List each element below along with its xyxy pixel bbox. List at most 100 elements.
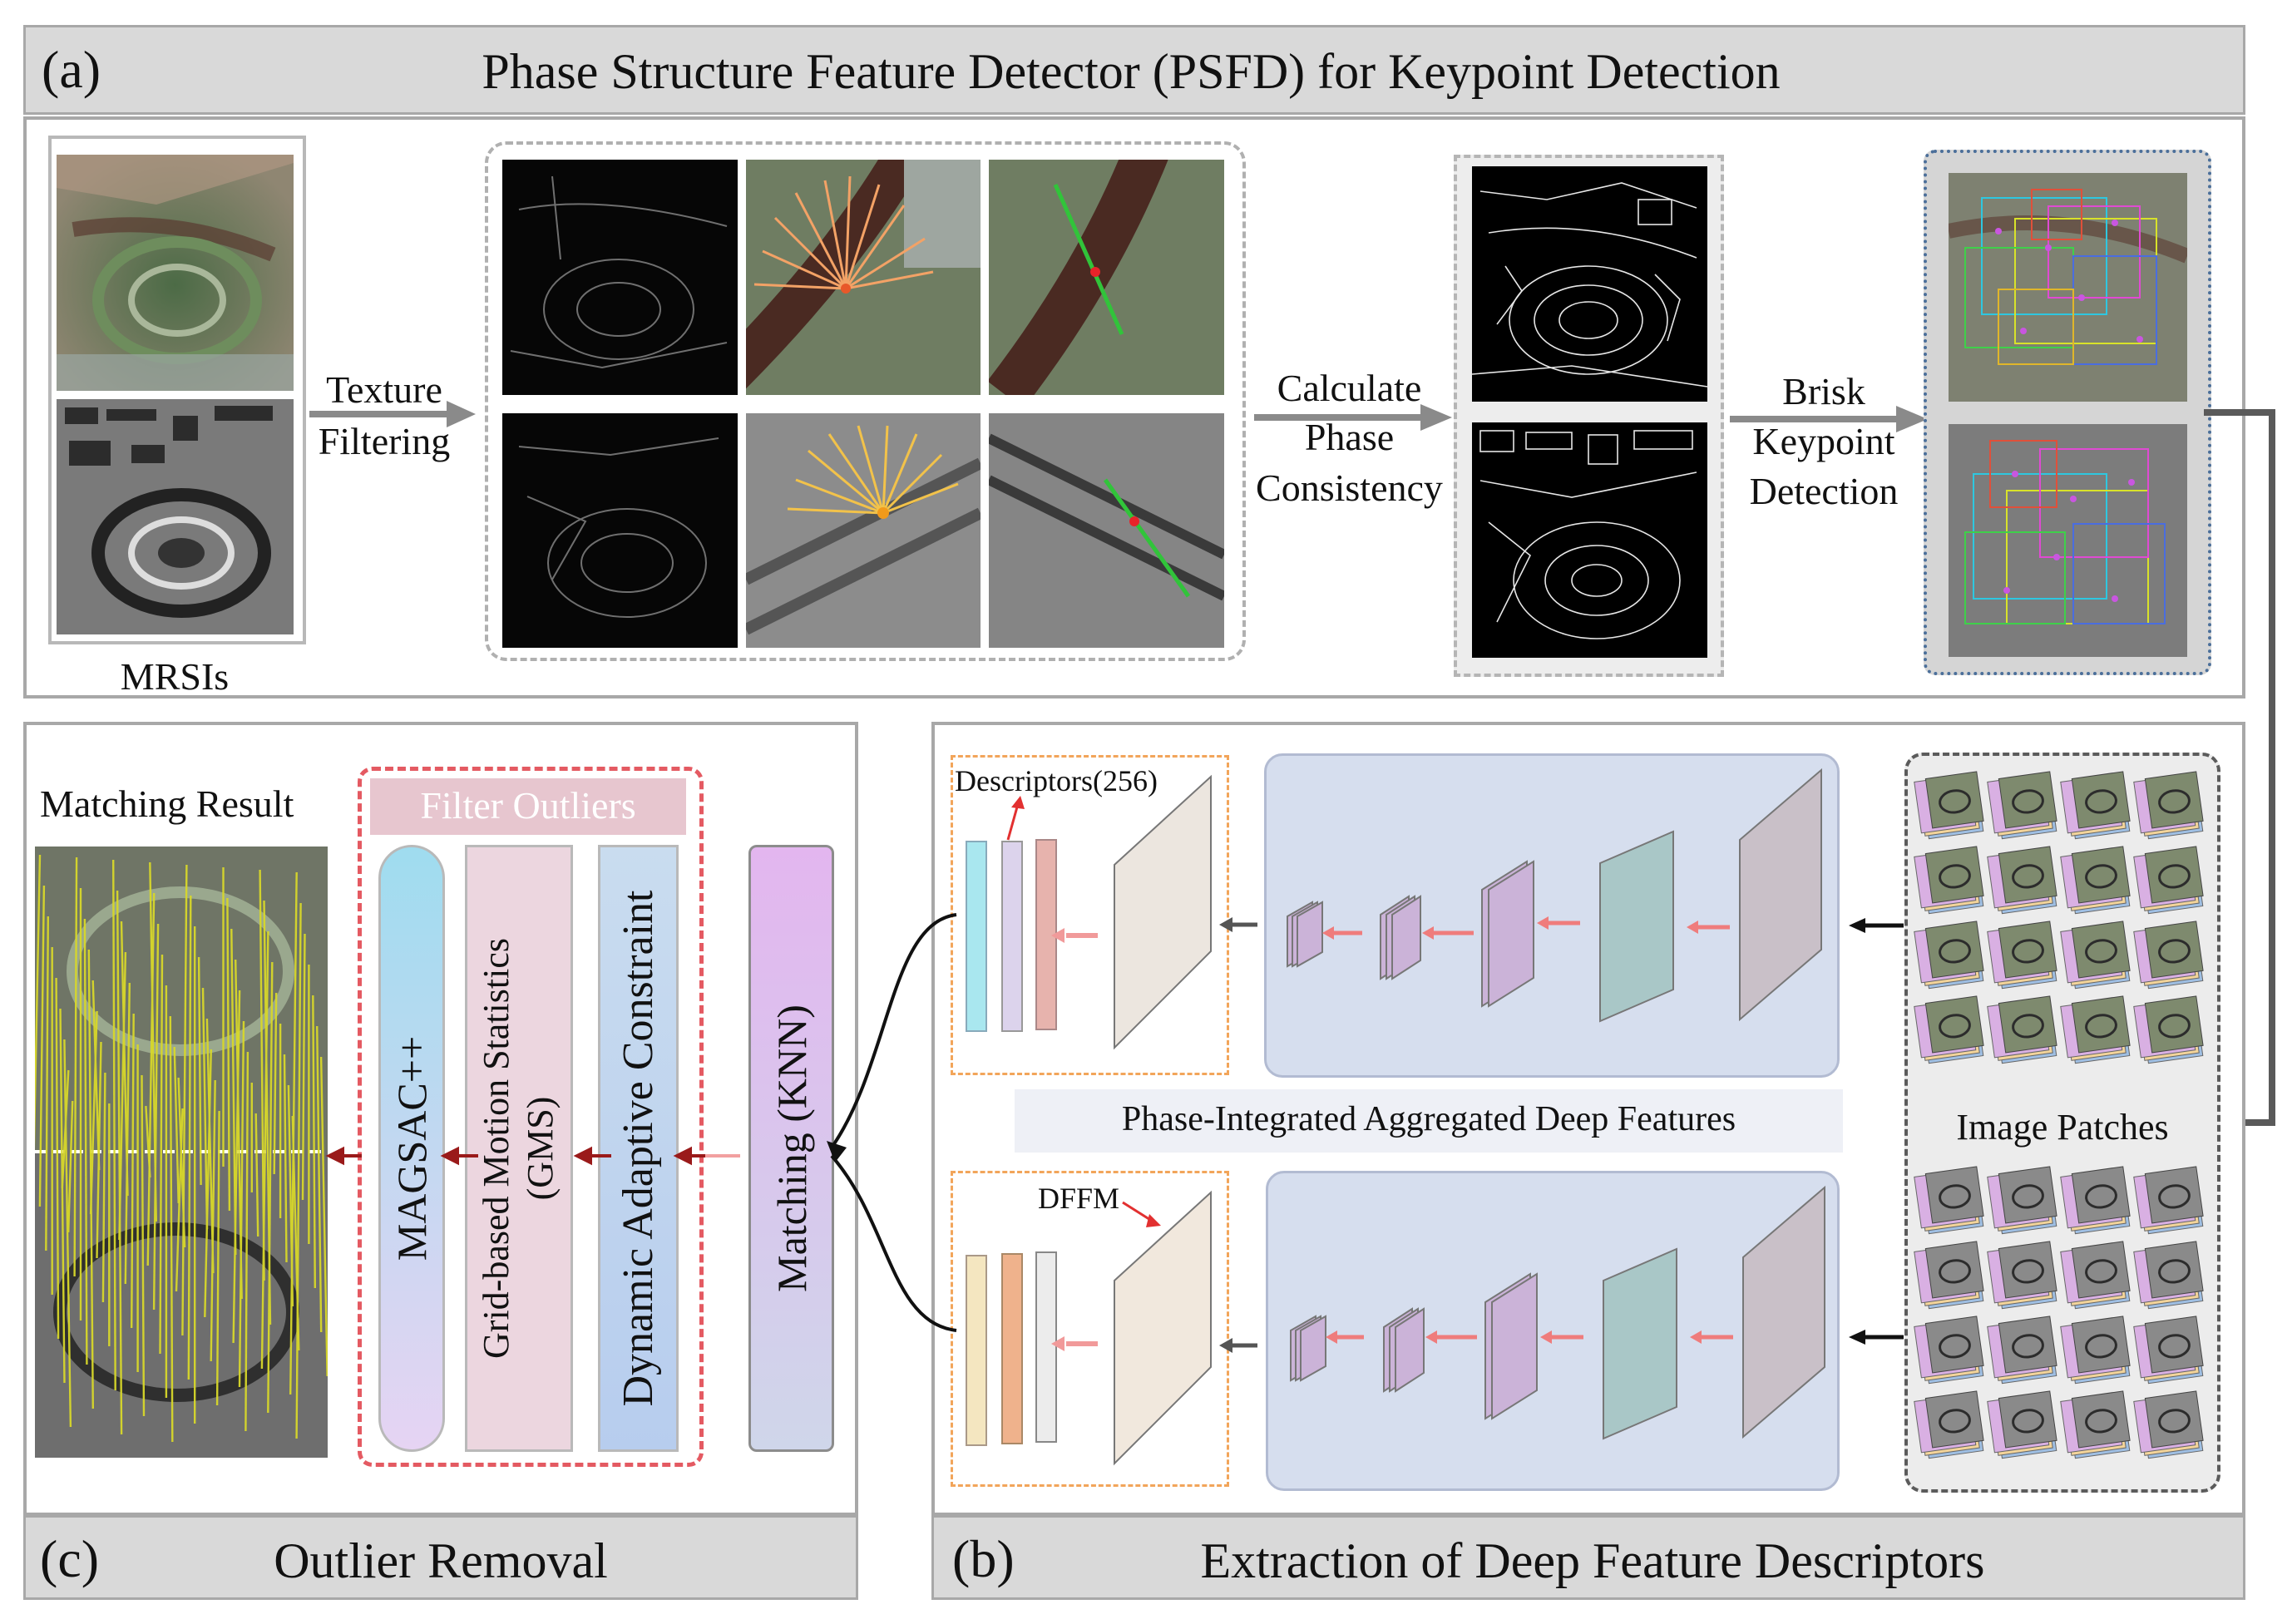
filter-outliers-header [370, 778, 686, 835]
match-line [289, 871, 298, 1395]
match-line [159, 954, 164, 1355]
match-line [226, 897, 231, 1212]
orientation-fan-sar [746, 413, 981, 648]
match-line [131, 1013, 135, 1329]
match-line [319, 1056, 328, 1377]
image-patch [1914, 846, 1984, 915]
match-line [295, 902, 302, 1439]
matching-result-label: Matching Result [40, 782, 294, 825]
dac-block: Dynamic Adaptive Constraint [598, 845, 679, 1452]
match-line [35, 854, 42, 1151]
image-patch [2133, 771, 2204, 840]
keypoints-sar [1949, 424, 2187, 657]
filter-outliers-frame [358, 767, 704, 1467]
descriptors-label: Descriptors(256) [955, 764, 1158, 797]
match-line [181, 864, 188, 1336]
image-patch [1914, 771, 1984, 840]
aggregated-features-label: Phase-Integrated Aggregated Deep Feature… [1121, 1100, 1736, 1138]
match-line [201, 987, 209, 1230]
outlier-flow-arrows [325, 1146, 740, 1166]
match-line [232, 990, 241, 1344]
phase-consistency-label-2: Phase [1304, 416, 1395, 458]
image-patch [1987, 1390, 2057, 1459]
match-line [45, 916, 49, 1251]
magsac-block: MAGSAC++ [378, 845, 445, 1452]
dffm-pointer [1122, 1201, 1161, 1227]
image-patches-label: Image Patches [1956, 1107, 2169, 1148]
matching-result-image [35, 847, 328, 1458]
image-patch [2060, 1315, 2131, 1385]
match-line [59, 1008, 66, 1384]
match-line [283, 1054, 288, 1263]
knn-label: Matching (KNN) [768, 1005, 815, 1292]
match-line [260, 930, 269, 1370]
panel-a-tag: (a) [42, 40, 101, 99]
image-patch [2060, 921, 2131, 990]
match-line [89, 1010, 98, 1215]
cnn-layers-bottom [1219, 1185, 1825, 1440]
match-line [204, 1049, 212, 1318]
match-line [254, 1113, 259, 1237]
texture-filtering-label-1: Texture [326, 368, 442, 411]
panel-c-title: Outlier Removal [274, 1533, 608, 1588]
image-patch [2060, 846, 2131, 915]
match-line [238, 1020, 245, 1388]
cnn-layers-top [1219, 768, 1822, 1023]
match-line [73, 856, 78, 1277]
match-line [316, 1025, 323, 1333]
texture-response-optical [502, 160, 738, 395]
image-patch [1914, 1315, 1984, 1385]
match-line [96, 1041, 102, 1259]
texture-filtering-label-2: Filtering [318, 420, 451, 462]
image-patch [2060, 995, 2131, 1064]
panel-a-title-bar [23, 25, 2245, 115]
match-line [210, 1079, 216, 1362]
image-patch [1987, 1315, 2057, 1385]
image-patch [1987, 771, 2057, 840]
brisk-label-3: Detection [1749, 470, 1899, 512]
image-patch [1987, 846, 2057, 915]
image-patch [2133, 921, 2204, 990]
aggregated-features-banner [1015, 1089, 1843, 1153]
image-patch [2133, 1390, 2204, 1459]
image-patch [2133, 995, 2204, 1064]
match-line [67, 1100, 74, 1233]
match-line [312, 995, 316, 1289]
phase-consistency-label-1: Calculate [1277, 367, 1422, 409]
match-line [215, 1110, 220, 1406]
match-line [175, 1108, 184, 1292]
filter-outliers-label: Filter Outliers [420, 784, 636, 827]
panel-c-title-bar [23, 1515, 858, 1600]
phase-consistency-label-3: Consistency [1256, 466, 1443, 509]
match-line [141, 1074, 146, 1417]
match-line [169, 1015, 174, 1443]
image-patch [2060, 1166, 2131, 1235]
phase-map-sar [1472, 422, 1707, 658]
image-patch [2133, 1241, 2204, 1310]
match-line [112, 859, 116, 1391]
match-line [61, 1069, 70, 1189]
match-line [63, 1039, 72, 1428]
filtered-images-frame [485, 141, 1246, 661]
match-line [38, 885, 46, 1207]
brisk-label-2: Keypoint [1752, 420, 1895, 462]
image-patch [1914, 1241, 1984, 1310]
sar-image [57, 399, 294, 634]
dffm-label: DFFM [1038, 1182, 1120, 1215]
image-patch [1987, 1166, 2057, 1235]
image-patch [2060, 771, 2131, 840]
patches-to-network-arrows [1849, 918, 1904, 1345]
image-patch [1914, 1166, 1984, 1235]
brisk-label-1: Brisk [1782, 370, 1865, 412]
image-patch [1914, 1390, 1984, 1459]
match-line [83, 918, 88, 1365]
match-line [55, 977, 60, 1340]
gms-block: Grid-based Motion Statistics (GMS) [465, 845, 573, 1452]
panel-b-title: Extraction of Deep Feature Descriptors [1200, 1533, 1985, 1588]
patches-optical [1914, 771, 2204, 1064]
brisk-arrow [1730, 406, 1928, 432]
match-line [124, 982, 131, 1285]
descriptor-vectors-bottom [966, 1190, 1212, 1466]
texture-response-sar [502, 413, 738, 648]
panel-b-tag: (b) [952, 1529, 1015, 1588]
